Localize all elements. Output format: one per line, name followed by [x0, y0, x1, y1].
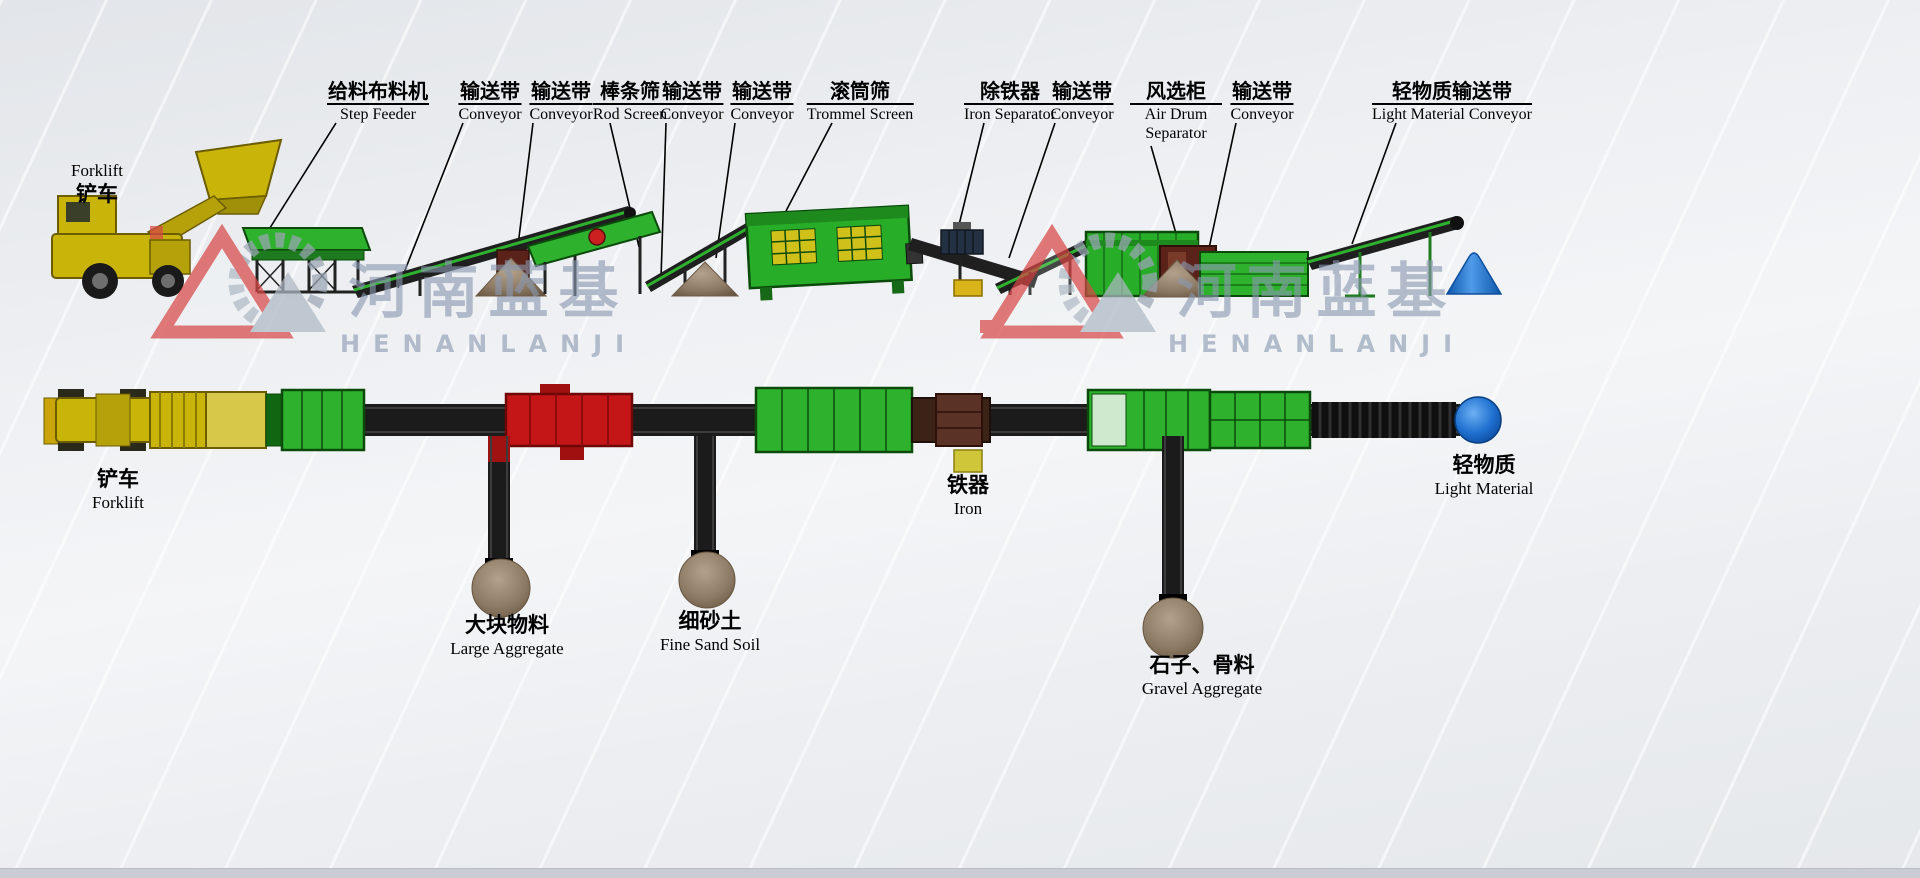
plan-feeder-neck — [265, 393, 283, 447]
label-trommel-screen: 滚筒筛 Trommel Screen — [806, 80, 914, 125]
label-en: Step Feeder — [340, 106, 416, 124]
label-zh: 石子、骨料 — [1149, 653, 1255, 677]
label-light-material: 轻物质 Light Material — [1435, 452, 1534, 500]
label-zh: 输送带 — [458, 80, 522, 106]
plan-air-separator — [1086, 388, 1212, 452]
watermark-en: HENANLANJI — [1168, 330, 1466, 358]
label-zh: 输送带 — [1230, 80, 1294, 106]
label-large-aggregate: 大块物料 Large Aggregate — [450, 612, 563, 660]
label-en: Conveyor — [660, 106, 724, 124]
label-en: Conveyor — [1230, 106, 1294, 124]
label-fine-sand-soil: 细砂土 Fine Sand Soil — [660, 608, 760, 656]
forklift-plan — [43, 389, 207, 451]
conveyor-5 — [1199, 251, 1309, 297]
label-zh: 大块物料 — [464, 613, 549, 637]
label-zh: 细砂土 — [678, 609, 742, 633]
plan-rod-screen — [504, 384, 634, 460]
label-zh: 除铁器 — [964, 80, 1056, 106]
label-iron: 铁器 Iron — [947, 472, 989, 520]
label-en: Large Aggregate — [450, 639, 564, 659]
label-conveyor-2: 输送带 Conveyor — [529, 80, 593, 125]
label-conveyor-5: 输送带 Conveyor — [1050, 80, 1114, 125]
label-iron-separator: 除铁器 Iron Separator — [964, 80, 1056, 125]
label-air-drum-separator: 风选柜 Air Drum Separator — [1130, 80, 1222, 144]
watermark-zh: 河南蓝基 — [1176, 257, 1457, 327]
light-material-cone — [1445, 252, 1503, 295]
label-en: Iron — [953, 499, 983, 519]
label-light-material-conveyor: 轻物质输送带 Light Material Conveyor — [1372, 80, 1532, 125]
gravel-pile-side — [1140, 259, 1214, 298]
watermark-zh: 河南蓝基 — [348, 257, 629, 327]
plan-conveyor-box — [1208, 390, 1312, 450]
branch-fine-sand — [678, 436, 736, 609]
label-en: Conveyor — [529, 106, 593, 124]
watermark-gear-triangle-logo — [148, 223, 343, 344]
label-conveyor-1: 输送带 Conveyor — [458, 80, 522, 125]
light-material-sphere — [1454, 396, 1502, 444]
rod-screen — [526, 210, 662, 294]
label-zh: 输送带 — [1050, 80, 1114, 106]
watermark-text: 河南蓝基 HENANLANJI — [340, 262, 637, 358]
label-en: Air Drum Separator — [1144, 106, 1208, 143]
label-conveyor-6: 输送带 Conveyor — [1230, 80, 1294, 125]
label-zh: 轻物质输送带 — [1372, 80, 1532, 106]
label-zh: 滚筒筛 — [806, 80, 914, 106]
label-conveyor-4: 输送带 Conveyor — [730, 80, 794, 125]
plan-feeder-hopper — [205, 391, 267, 449]
label-en: Light Material Conveyor — [1372, 106, 1532, 124]
iron-separator-unit — [940, 222, 984, 255]
label-gravel-aggregate: 石子、骨料 Gravel Aggregate — [1142, 652, 1262, 700]
plan-step-feeder — [280, 388, 366, 452]
plan-iron-output — [953, 449, 983, 473]
label-zh: 棒条筛 — [592, 80, 668, 106]
label-zh: 风选柜 — [1130, 80, 1222, 106]
label-zh: 轻物质 — [1452, 453, 1516, 477]
branch-gravel — [1142, 436, 1204, 659]
label-en: Rod Screen — [592, 106, 668, 124]
plan-iron-separator — [911, 393, 991, 447]
label-en: Trommel Screen — [806, 106, 914, 124]
label-step-feeder: 给料布料机 Step Feeder — [327, 80, 429, 125]
label-zh: 给料布料机 — [327, 80, 429, 106]
iron-output-side — [953, 279, 983, 297]
label-conveyor-3: 输送带 Conveyor — [660, 80, 724, 125]
label-en: Iron Separator — [964, 106, 1056, 124]
label-zh: 输送带 — [730, 80, 794, 106]
plan-trommel — [754, 386, 914, 454]
watermark-gear-triangle-logo — [978, 223, 1173, 344]
label-en: Forklift — [71, 161, 123, 180]
label-zh: 铲车 — [75, 182, 118, 207]
label-en: Conveyor — [1050, 106, 1114, 124]
label-en: Light Material — [1434, 479, 1534, 499]
label-rod-screen: 棒条筛 Rod Screen — [592, 80, 668, 125]
forklift-side — [51, 138, 283, 299]
bottom-border-strip — [0, 868, 1920, 878]
aggregate-pile-1 — [474, 257, 548, 297]
label-zh: 铁器 — [947, 473, 989, 497]
watermark-en: HENANLANJI — [340, 330, 638, 358]
label-zh: 输送带 — [529, 80, 593, 106]
label-en: Conveyor — [458, 106, 522, 124]
label-forklift-plan: 铲车 Forklift — [92, 466, 144, 514]
watermark-text: 河南蓝基 HENANLANJI — [1168, 262, 1465, 358]
branch-large-aggregate — [471, 436, 531, 618]
label-en: Conveyor — [730, 106, 794, 124]
inclined-conveyor-1 — [352, 206, 636, 298]
label-en: Forklift — [92, 493, 144, 513]
label-zh: 铲车 — [96, 467, 139, 491]
trommel-screen — [744, 204, 924, 301]
label-en: Fine Sand Soil — [659, 635, 761, 655]
label-zh: 输送带 — [660, 80, 724, 106]
label-forklift-side: Forklift 铲车 — [71, 160, 123, 208]
plan-light-conveyor — [1312, 402, 1456, 438]
light-material-conveyor — [1306, 216, 1464, 298]
fine-sand-pile-side — [670, 261, 740, 297]
label-en: Gravel Aggregate — [1141, 679, 1263, 699]
